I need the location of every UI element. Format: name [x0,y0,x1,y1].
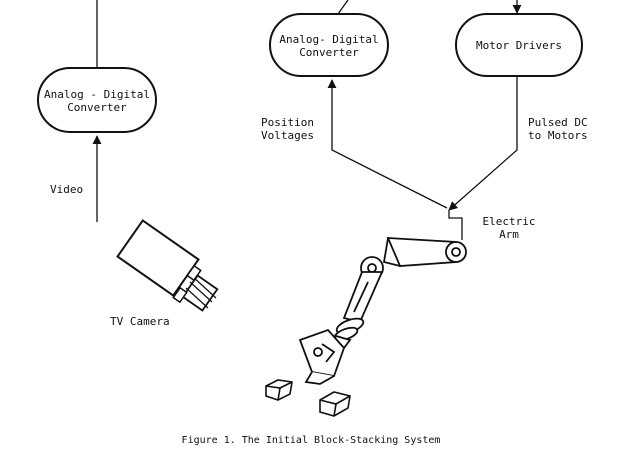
position-voltages-arrow [327,79,448,209]
electric-arm-icon [298,237,467,385]
pulsed-dc-arrow [448,76,518,211]
pulsed-dc-label: Pulsed DC to Motors [528,116,588,142]
block-2-icon [319,391,351,417]
video-label: Video [50,183,84,196]
tv-camera-icon [116,219,219,312]
motor-drivers-label: Motor Drivers [475,39,563,52]
tv-camera-label: TV Camera [110,315,170,328]
right-adc-label: Analog- Digital Converter [279,33,379,59]
figure-caption: Figure 1. The Initial Block-Stacking Sys… [181,435,441,446]
right-adc-box [269,13,389,77]
left-adc-box [37,67,157,133]
position-voltages-label: Position Voltages [261,116,314,142]
arm-cable [448,210,463,240]
left-adc-label: Analog - Digital Converter [44,88,150,114]
right-adc-top-connector [337,0,349,15]
motor-drivers-box [455,13,583,77]
block-1-icon [265,379,293,401]
electric-arm-label: Electric Arm [482,215,536,241]
